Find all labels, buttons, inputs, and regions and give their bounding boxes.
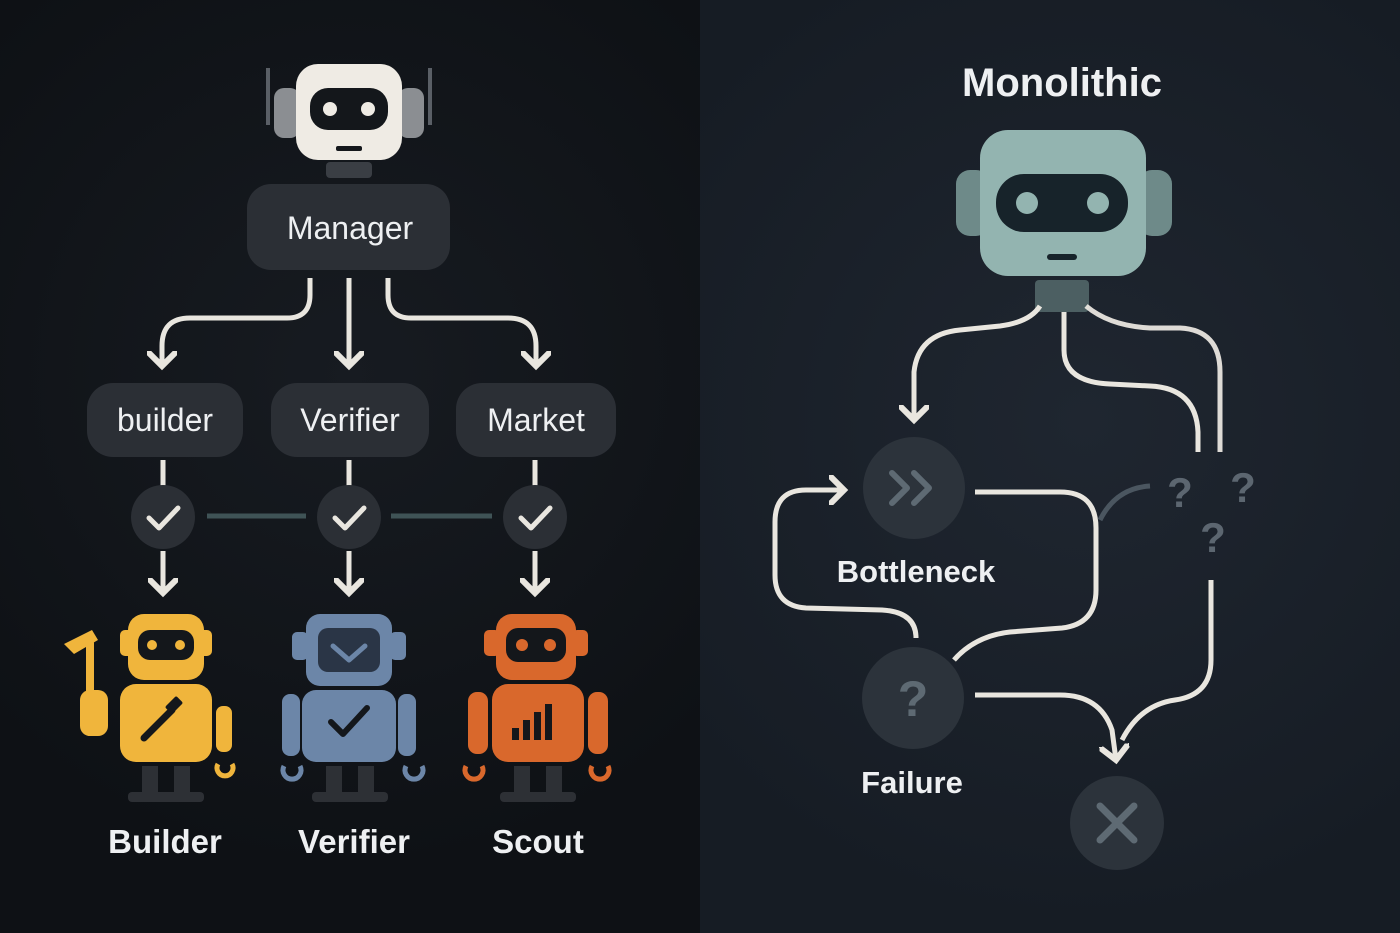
market-node (456, 383, 616, 457)
bottleneck-label: Bottleneck (837, 554, 996, 589)
robot-to-bottleneck-arrow (914, 304, 1043, 420)
scout-robot-icon (462, 614, 612, 802)
svg-text:?: ? (1230, 464, 1256, 511)
bottleneck-loop-arrow (772, 490, 919, 639)
bottleneck-node-icon (863, 437, 965, 539)
failure-node-icon: ? (862, 647, 964, 749)
svg-text:?: ? (1167, 469, 1193, 516)
svg-text:?: ? (1200, 514, 1226, 561)
question-marks-icon: ? ? ? (1167, 464, 1256, 561)
manager-to-market-arrow (385, 278, 536, 366)
manager-node (247, 184, 450, 270)
verifier-node (271, 383, 429, 457)
faded-question-link (1097, 483, 1151, 522)
verifier-pill-label: Verifier (300, 402, 400, 438)
builder-check-icon (131, 485, 195, 549)
bottleneck-detour-path (952, 489, 1099, 662)
scout-name: Scout (492, 823, 584, 860)
builder-name: Builder (108, 823, 222, 860)
svg-text:?: ? (898, 671, 929, 727)
verifier-robot-icon (280, 614, 426, 802)
verifier-name: Verifier (298, 823, 410, 860)
market-check-icon (503, 485, 567, 549)
manager-label: Manager (287, 210, 414, 246)
manager-robot-icon (266, 64, 432, 178)
builder-node (87, 383, 243, 457)
failure-label: Failure (861, 765, 963, 800)
monolithic-title: Monolithic (962, 61, 1162, 105)
verifier-check-icon (317, 485, 381, 549)
builder-robot-icon (64, 614, 236, 802)
market-pill-label: Market (487, 402, 585, 438)
right-path-to-x (1119, 580, 1214, 742)
manager-to-builder-arrow (162, 278, 313, 366)
x-failure-icon (1070, 776, 1164, 870)
robot-right-path (1084, 304, 1223, 452)
failure-to-x-arrow (975, 692, 1116, 760)
monolithic-robot-icon (956, 130, 1172, 312)
builder-pill-label: builder (117, 402, 213, 438)
robot-middle-path (1061, 312, 1201, 452)
